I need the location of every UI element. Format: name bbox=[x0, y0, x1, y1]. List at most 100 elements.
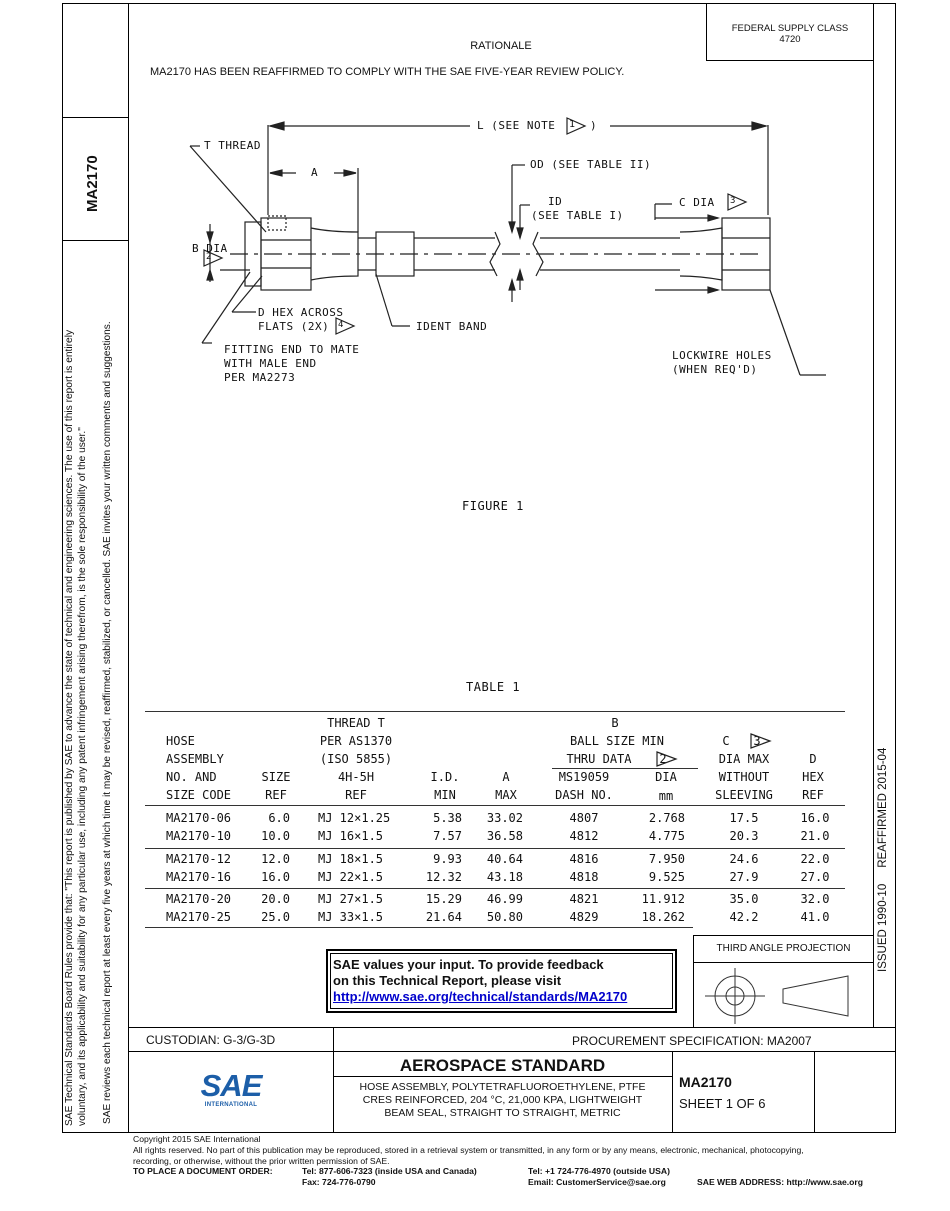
cell-d-hex: 41.0 bbox=[800, 910, 830, 924]
cell-a-max: 40.64 bbox=[486, 852, 523, 866]
cell-id-min: 21.64 bbox=[425, 910, 462, 924]
header-thread: (ISO 5855) bbox=[319, 752, 393, 766]
title-block-divider-2 bbox=[672, 1052, 673, 1132]
cell-thread: MJ 27×1.5 bbox=[318, 892, 384, 906]
hose-assembly-drawing bbox=[189, 117, 826, 376]
federal-supply-box bbox=[706, 3, 874, 61]
third-angle-label: THIRD ANGLE PROJECTION bbox=[716, 943, 851, 954]
feedback-line1: SAE values your input. To provide feedba… bbox=[333, 957, 604, 972]
header-c: C bbox=[722, 734, 730, 748]
header-c-dia-max: DIA MAX bbox=[718, 752, 770, 766]
title-block-divider-1 bbox=[333, 1052, 334, 1132]
issued-reaffirmed: ISSUED 1990-10 REAFFIRMED 2015-04 bbox=[877, 747, 889, 972]
note-triangle-icon bbox=[656, 751, 678, 767]
side-rules-line3: SAE reviews each technical report at lea… bbox=[102, 321, 113, 1124]
header-id: I.D. bbox=[430, 770, 460, 784]
cell-dia: 9.525 bbox=[648, 870, 685, 884]
cell-c-dia-max: 20.3 bbox=[729, 829, 759, 843]
header-ms-dash: DASH NO. bbox=[555, 788, 613, 802]
header-d-hex: REF bbox=[802, 788, 824, 802]
cell-hose-assembly: MA2170-16 bbox=[166, 870, 232, 884]
header-hose-assembly: NO. AND bbox=[166, 770, 217, 784]
cell-c-dia-max: 35.0 bbox=[729, 892, 759, 906]
title-desc-3: BEAM SEAL, STRAIGHT TO STRAIGHT, METRIC bbox=[384, 1107, 621, 1119]
label-l-note-num: 1 bbox=[569, 119, 576, 130]
cell-hose-assembly: MA2170-25 bbox=[166, 910, 232, 924]
header-c-dia-max: WITHOUT bbox=[718, 770, 770, 784]
header-b-note-num: 2 bbox=[659, 752, 667, 766]
side-docid-top-line bbox=[62, 117, 128, 118]
table-group-rule-1 bbox=[145, 848, 845, 849]
header-b-ball-size: BALL SIZE MIN bbox=[570, 734, 664, 748]
cell-ms-dash: 4829 bbox=[569, 910, 599, 924]
header-thread: PER AS1370 bbox=[319, 734, 393, 748]
cell-dia: 18.262 bbox=[641, 910, 685, 924]
footer-web: SAE WEB ADDRESS: http://www.sae.org bbox=[697, 1177, 863, 1187]
label-d-hex-num: 4 bbox=[338, 320, 344, 330]
label-t-thread: T THREAD bbox=[204, 139, 261, 152]
custodian-text: CUSTODIAN: G-3/G-3D bbox=[146, 1033, 276, 1047]
third-angle-symbol bbox=[705, 968, 849, 1024]
cell-dia: 7.950 bbox=[648, 852, 685, 866]
table-bottom-rule bbox=[145, 927, 693, 928]
sae-logo: SAE INTERNATIONAL bbox=[196, 1068, 266, 1109]
cell-ms-dash: 4821 bbox=[569, 892, 599, 906]
cell-d-hex: 32.0 bbox=[800, 892, 830, 906]
footer-email: Email: CustomerService@sae.org bbox=[528, 1177, 666, 1187]
feedback-box bbox=[326, 949, 677, 1013]
table-title: TABLE 1 bbox=[466, 680, 521, 694]
cell-ms-dash: 4816 bbox=[569, 852, 599, 866]
rationale-text: MA2170 HAS BEEN REAFFIRMED TO COMPLY WIT… bbox=[150, 66, 625, 78]
header-a: A bbox=[502, 770, 510, 784]
label-fitting-end-2: WITH MALE END bbox=[224, 357, 317, 370]
side-rules-line2: voluntary, and its applicability and sui… bbox=[77, 427, 88, 1126]
frame-right-line bbox=[895, 3, 896, 1133]
label-ident-band: IDENT BAND bbox=[416, 320, 488, 333]
label-d-hex-flats: FLATS (2X) bbox=[258, 320, 330, 333]
figure-caption: FIGURE 1 bbox=[462, 499, 524, 513]
title-block-heading-rule bbox=[333, 1076, 672, 1077]
cell-d-hex: 21.0 bbox=[800, 829, 830, 843]
cell-size: 20.0 bbox=[261, 892, 290, 906]
cell-id-min: 9.93 bbox=[433, 852, 462, 866]
cell-thread: MJ 12×1.25 bbox=[318, 811, 391, 825]
sae-logo-letters: SAE bbox=[200, 1068, 263, 1103]
cell-ms-dash: 4818 bbox=[569, 870, 599, 884]
header-thread: THREAD T bbox=[327, 716, 385, 730]
footer-tel-us: Tel: 877-606-7323 (inside USA and Canada… bbox=[302, 1166, 477, 1176]
title-block-divider-3 bbox=[814, 1052, 815, 1132]
cell-id-min: 7.57 bbox=[433, 829, 462, 843]
cell-thread: MJ 16×1.5 bbox=[318, 829, 384, 843]
cell-ms-dash: 4807 bbox=[569, 811, 599, 825]
header-d-hex: HEX bbox=[802, 770, 824, 784]
procurement-text: PROCUREMENT SPECIFICATION: MA2007 bbox=[572, 1034, 812, 1048]
cell-hose-assembly: MA2170-20 bbox=[166, 892, 232, 906]
frame-bottom-line bbox=[62, 1132, 896, 1133]
frame-top-line bbox=[62, 3, 896, 4]
cell-size: 10.0 bbox=[261, 829, 290, 843]
cell-id-min: 12.32 bbox=[425, 870, 462, 884]
header-size: SIZE bbox=[261, 770, 291, 784]
cell-size: 16.0 bbox=[261, 870, 290, 884]
label-id-table: (SEE TABLE I) bbox=[531, 209, 624, 222]
header-hose-assembly: ASSEMBLY bbox=[166, 752, 224, 766]
cell-ms-dash: 4812 bbox=[569, 829, 599, 843]
custodian-row bbox=[128, 1027, 896, 1052]
header-dia: mm bbox=[658, 789, 674, 803]
cell-a-max: 50.80 bbox=[486, 910, 523, 924]
label-lockwire-1: LOCKWIRE HOLES bbox=[672, 349, 772, 362]
cell-d-hex: 27.0 bbox=[800, 870, 830, 884]
frame-issued-line bbox=[873, 3, 874, 1028]
footer-order-label: TO PLACE A DOCUMENT ORDER: bbox=[133, 1166, 273, 1176]
cell-a-max: 43.18 bbox=[486, 870, 523, 884]
footer-tel-outside: Tel: +1 724-776-4970 (outside USA) bbox=[528, 1166, 670, 1176]
sae-logo-sub: INTERNATIONAL bbox=[204, 1102, 258, 1108]
feedback-link[interactable]: http://www.sae.org/technical/standards/M… bbox=[333, 989, 628, 1004]
label-b-dia-num: 2 bbox=[206, 252, 212, 262]
note-triangle-icon bbox=[750, 733, 772, 749]
cell-hose-assembly: MA2170-12 bbox=[166, 852, 232, 866]
footer-copyright: Copyright 2015 SAE International bbox=[133, 1134, 261, 1144]
label-l-note-paren: ) bbox=[590, 119, 598, 132]
header-thread: 4H-5H bbox=[337, 770, 375, 784]
custodian-divider bbox=[333, 1027, 334, 1052]
